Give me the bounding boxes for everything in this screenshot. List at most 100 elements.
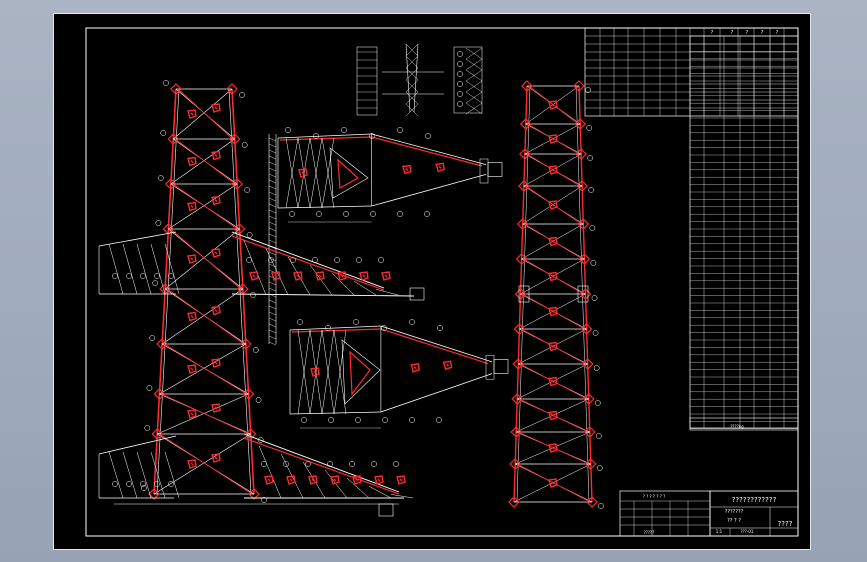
part-tag-icon bbox=[244, 187, 251, 193]
part-tag-icon bbox=[305, 461, 311, 467]
gusset-plate-icon bbox=[211, 453, 221, 463]
member-line bbox=[159, 343, 247, 395]
member-line bbox=[122, 451, 138, 499]
part-tag-icon bbox=[160, 130, 167, 136]
member-line bbox=[390, 494, 414, 499]
member-line bbox=[465, 102, 483, 115]
gusset-plate-icon bbox=[548, 100, 558, 110]
gusset-plate-icon bbox=[298, 168, 308, 178]
member-line bbox=[231, 293, 415, 297]
member-line bbox=[309, 137, 323, 209]
member-line bbox=[321, 329, 335, 415]
gusset-plate-icon bbox=[330, 475, 340, 485]
member-line bbox=[268, 143, 277, 148]
gusset-plate-icon bbox=[187, 459, 197, 469]
part-tag-icon bbox=[585, 87, 591, 93]
gusset-plate-icon bbox=[410, 363, 421, 373]
part-tag-icon bbox=[168, 481, 174, 487]
part-tag-icon bbox=[268, 257, 274, 263]
gusset-plate-icon bbox=[508, 496, 520, 508]
part-tag-icon bbox=[285, 127, 291, 133]
member-line bbox=[405, 103, 419, 117]
gusset-plate-icon bbox=[148, 488, 160, 500]
gusset-plate-icon bbox=[521, 80, 533, 92]
part-tag-icon bbox=[328, 417, 334, 423]
part-tag-icon bbox=[246, 232, 253, 238]
member-line bbox=[465, 58, 483, 71]
member-line bbox=[321, 137, 335, 209]
gusset-plate-icon bbox=[582, 393, 595, 405]
part-tag-icon bbox=[253, 347, 259, 353]
gusset-plate-icon bbox=[574, 118, 587, 130]
member-line bbox=[405, 43, 419, 57]
part-tag-icon bbox=[154, 481, 160, 487]
gusset-plate-icon bbox=[548, 236, 558, 247]
part-tag-icon bbox=[316, 211, 322, 217]
part-tag-icon bbox=[154, 273, 160, 279]
member-line bbox=[268, 191, 277, 196]
part-tag-icon bbox=[587, 155, 593, 161]
member-line bbox=[268, 317, 277, 322]
part-tag-icon bbox=[112, 481, 118, 487]
member-line bbox=[324, 469, 348, 499]
member-line bbox=[177, 88, 234, 140]
member-line bbox=[268, 263, 277, 268]
gusset-plate-icon bbox=[162, 223, 175, 235]
member-line bbox=[405, 55, 419, 69]
part-tag-icon bbox=[290, 257, 296, 263]
crossarm-views bbox=[277, 127, 509, 429]
member-line bbox=[231, 88, 255, 495]
member-line bbox=[268, 221, 277, 226]
member-line bbox=[277, 133, 372, 139]
tables: ????? bbox=[584, 27, 799, 537]
member-line bbox=[268, 311, 277, 316]
gusset-plate-icon bbox=[548, 410, 558, 421]
part-tag-icon bbox=[257, 437, 264, 443]
gusset-plate-icon bbox=[187, 109, 197, 119]
part-tag-icon bbox=[595, 433, 602, 439]
gusset-plate-icon bbox=[187, 201, 197, 212]
part-tag-icon bbox=[397, 211, 403, 217]
part-tag-icon bbox=[381, 325, 387, 331]
member-line bbox=[285, 137, 299, 209]
gusset-plate-icon bbox=[374, 475, 384, 485]
part-tag-icon bbox=[149, 335, 155, 341]
member-line bbox=[268, 155, 277, 160]
gusset-plate-icon bbox=[211, 150, 221, 161]
gusset-plate-icon bbox=[514, 288, 527, 300]
member-line bbox=[159, 433, 253, 495]
part-tag-icon bbox=[424, 211, 430, 217]
part-tag-icon bbox=[382, 417, 388, 423]
part-tag-icon bbox=[596, 465, 603, 471]
part-tag-icon bbox=[157, 175, 164, 181]
gusset-plate-icon bbox=[512, 358, 525, 370]
member-line bbox=[268, 287, 277, 292]
waist-plate bbox=[577, 285, 589, 303]
member-line bbox=[268, 239, 277, 244]
member-line bbox=[331, 272, 355, 296]
member-line bbox=[243, 240, 267, 296]
member-line bbox=[231, 231, 385, 289]
gusset-plate-icon bbox=[187, 311, 197, 322]
member-line bbox=[279, 136, 372, 141]
member-line bbox=[287, 256, 311, 296]
part-tag-icon bbox=[598, 503, 604, 509]
member-line bbox=[108, 243, 124, 295]
gusset-plate-icon bbox=[519, 118, 532, 130]
member-line bbox=[346, 477, 370, 499]
waist-plate bbox=[518, 285, 530, 303]
gusset-plate-icon bbox=[402, 164, 412, 175]
member-line bbox=[268, 257, 277, 262]
gusset-plate-icon bbox=[509, 458, 522, 470]
gusset-plate-icon bbox=[381, 271, 391, 281]
part-tag-icon bbox=[457, 101, 463, 107]
gusset-plate-icon bbox=[519, 148, 531, 160]
member-line bbox=[122, 243, 138, 295]
member-line bbox=[302, 461, 326, 499]
title-drawing-sub: ?? ? ? bbox=[727, 518, 741, 524]
member-line bbox=[297, 137, 311, 209]
gusset-plate-icon bbox=[151, 428, 164, 440]
member-line bbox=[405, 91, 419, 105]
gusset-plate-icon bbox=[271, 271, 281, 281]
